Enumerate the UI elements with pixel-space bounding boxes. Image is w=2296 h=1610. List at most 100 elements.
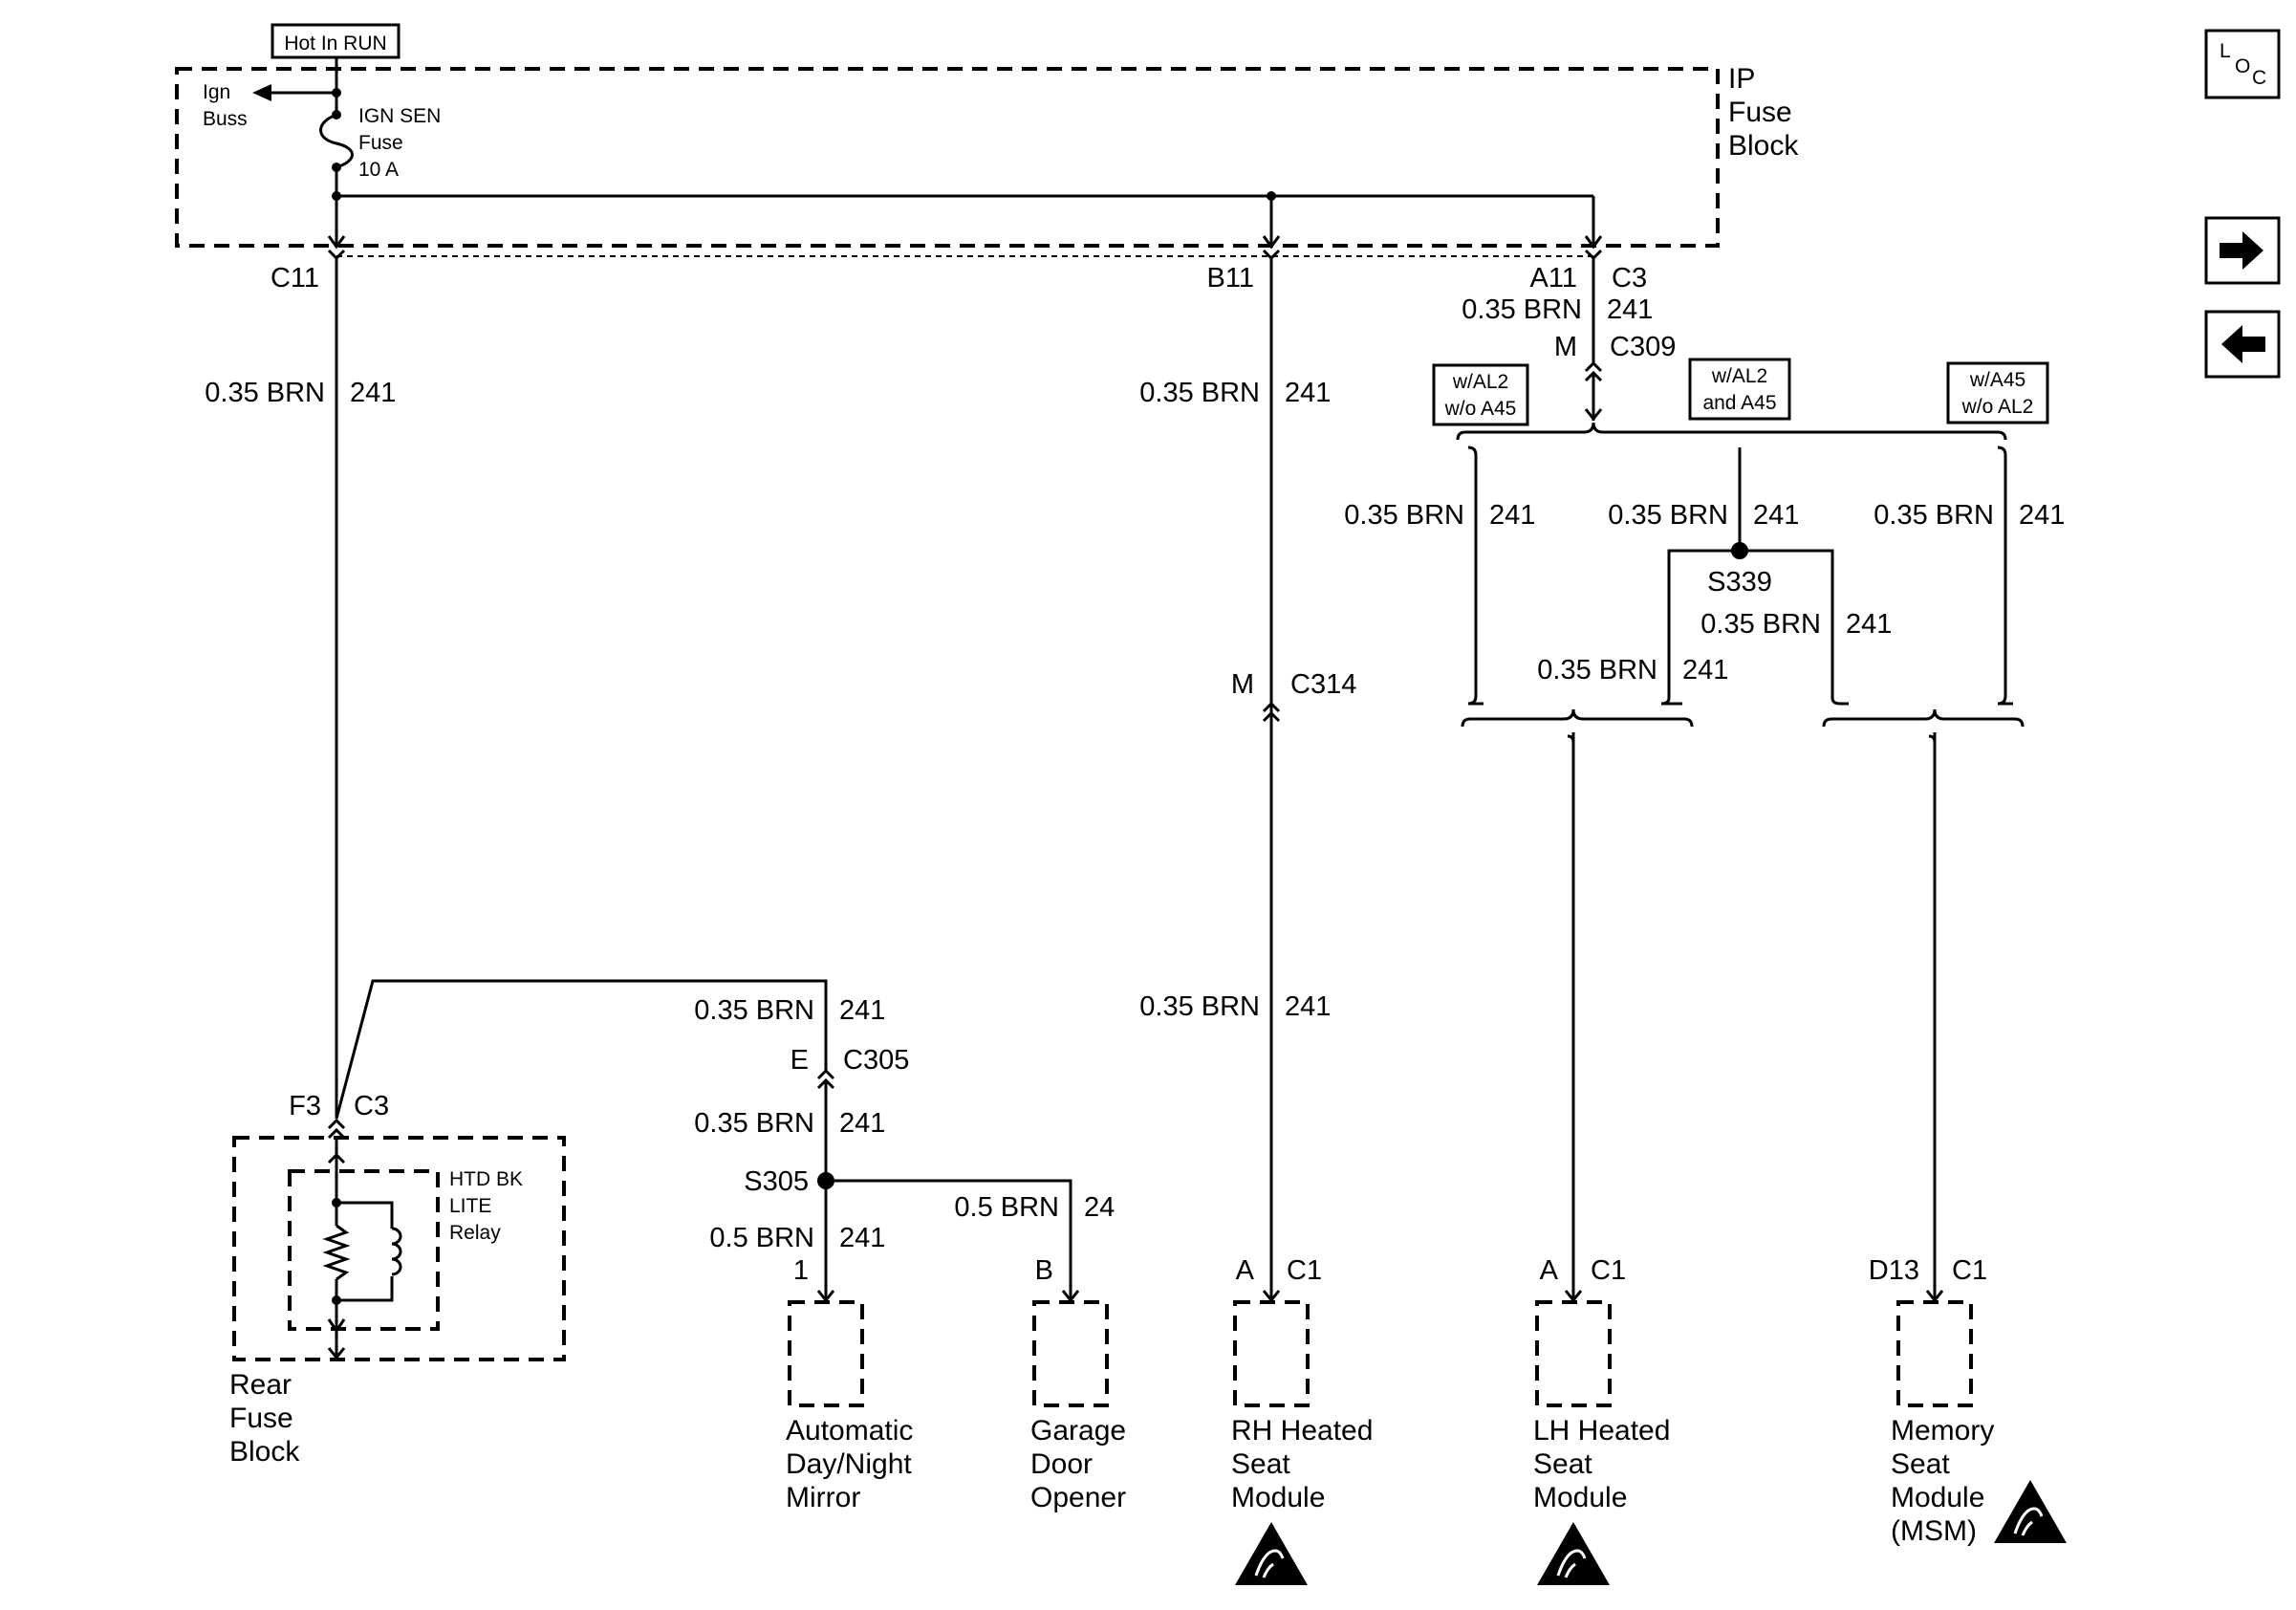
fuse-label-2: Fuse [358, 132, 403, 154]
relay-bottom2-arrow-icon [327, 1347, 346, 1360]
wire-b11-circuit: 241 [1285, 378, 1331, 408]
msm-brace [1822, 708, 2025, 728]
c314-chevron2-icon [1262, 710, 1281, 723]
option-1-circuit: 241 [1489, 500, 1535, 531]
rh-label-1: RH Heated [1231, 1415, 1373, 1447]
mirror-connector [788, 1290, 864, 1407]
msm-brace-tips [1830, 697, 2013, 706]
relay-top-arrow-icon [327, 1152, 346, 1164]
garage-label-1: Garage [1030, 1415, 1126, 1447]
option-2-circuit: 241 [1753, 500, 1799, 531]
f3-chevron-icon [327, 1118, 346, 1130]
wire-garage-gauge: 0.5 BRN [954, 1192, 1059, 1223]
location-button[interactable]: L O C [2204, 29, 2281, 99]
lh-c1-label: C1 [1591, 1255, 1626, 1286]
wire-c305-circuit: 241 [839, 995, 885, 1026]
wire-a11-circuit: 241 [1607, 294, 1653, 325]
lh-seat-connector [1535, 1290, 1612, 1407]
garage-pin-label: B [1035, 1255, 1053, 1286]
c305-label: C305 [843, 1045, 909, 1076]
c305-chevron-icon [816, 1068, 835, 1080]
fuse-label-1: IGN SEN [358, 105, 441, 127]
relay-label-1: HTD BK [449, 1168, 523, 1190]
arrow-left-icon [2221, 325, 2265, 363]
garage-label-2: Door [1030, 1448, 1093, 1480]
back-button[interactable] [2204, 310, 2281, 379]
s339-label: S339 [1707, 567, 1772, 598]
garage-connector [1032, 1290, 1109, 1407]
arrow-c11-icon [327, 235, 346, 250]
c3-label: C3 [1612, 263, 1647, 294]
rh-pin-label: A [1236, 1255, 1255, 1286]
wire-mirror-gauge: 0.5 BRN [709, 1223, 814, 1253]
wire-s305-gauge: 0.35 BRN [694, 1108, 814, 1139]
s339-right-circuit: 241 [1846, 609, 1892, 640]
wire-c305-gauge: 0.35 BRN [694, 995, 814, 1026]
rear-fuse-label-2: Fuse [229, 1403, 293, 1434]
relay-outline [288, 1169, 440, 1331]
wire-c11-gauge: 0.35 BRN [205, 378, 325, 408]
relay-label-2: LITE [449, 1195, 491, 1217]
rear-fuse-label-3: Block [229, 1436, 300, 1468]
wire-c11-circuit: 241 [350, 378, 396, 408]
loc-letter-o: O [2235, 55, 2250, 77]
wire-to-c305 [335, 979, 828, 1120]
rh-label-3: Module [1231, 1482, 1325, 1513]
lh-brace-tips [1468, 697, 1682, 706]
c309-bottom-chevron-icon [1584, 408, 1603, 422]
option-3-line2: w/o AL2 [1961, 396, 2034, 418]
msm-label-1: Memory [1891, 1415, 1994, 1447]
msm-label-4: (MSM) [1891, 1515, 1977, 1547]
ip-fuse-block-outline [175, 67, 1720, 248]
option-3-gauge: 0.35 BRN [1874, 500, 1994, 531]
arrow-a11-icon [1584, 235, 1603, 250]
loc-letter-l: L [2220, 40, 2231, 62]
ip-fuse-block-label-3: Block [1728, 130, 1799, 162]
option-3-line1: w/A45 [1969, 369, 2025, 391]
wire-s305-circuit: 241 [839, 1108, 885, 1139]
relay-label-3: Relay [449, 1222, 501, 1244]
esd-warning-icon [1537, 1522, 1610, 1585]
ip-fuse-block-label-1: IP [1728, 63, 1755, 95]
mirror-label-2: Day/Night [786, 1448, 912, 1480]
a11-label: A11 [1530, 263, 1577, 294]
c11-label: C11 [271, 263, 319, 294]
s305-label: S305 [744, 1166, 809, 1197]
mirror-label-1: Automatic [786, 1415, 913, 1447]
s339-left-circuit: 241 [1682, 655, 1728, 685]
lh-pin-label: A [1540, 1255, 1559, 1286]
rh-seat-connector [1233, 1290, 1310, 1407]
esd-warning-icon [1235, 1522, 1308, 1585]
option-2-line1: w/AL2 [1711, 365, 1767, 387]
option-2-line2: and A45 [1702, 392, 1776, 414]
arrow-right-icon [2220, 231, 2264, 270]
resistor-icon [322, 1224, 351, 1281]
option-1-gauge: 0.35 BRN [1344, 500, 1464, 531]
lh-label-2: Seat [1533, 1448, 1592, 1480]
ip-fuse-block-label-2: Fuse [1728, 97, 1792, 128]
ign-buss-arrow-icon [252, 84, 271, 101]
arrow-b11-icon [1262, 235, 1281, 250]
option-box-2 [1688, 358, 1791, 421]
b11-label: B11 [1207, 263, 1254, 294]
msm-pin-label: D13 [1869, 1255, 1919, 1286]
option-brace [1456, 422, 2007, 441]
c309-label: C309 [1610, 332, 1676, 362]
forward-button[interactable] [2204, 216, 2281, 285]
f3-label: F3 [289, 1091, 321, 1121]
resistor-mask [329, 1226, 344, 1279]
option-box-1 [1432, 363, 1529, 426]
loc-letter-c: C [2252, 67, 2266, 89]
wire-b11-gauge: 0.35 BRN [1139, 378, 1260, 408]
msm-label-3: Module [1891, 1482, 1984, 1513]
rh-c1-label: C1 [1287, 1255, 1322, 1286]
s339-wire-left [1667, 549, 1740, 698]
wire-rh-gauge: 0.35 BRN [1139, 991, 1260, 1022]
s339-left-gauge: 0.35 BRN [1537, 655, 1657, 685]
c314-label: C314 [1290, 669, 1356, 700]
ign-buss-label-1: Ign [203, 81, 230, 103]
ign-buss-label-2: Buss [203, 108, 248, 130]
ign-buss-node [332, 88, 341, 98]
msm-label-2: Seat [1891, 1448, 1950, 1480]
